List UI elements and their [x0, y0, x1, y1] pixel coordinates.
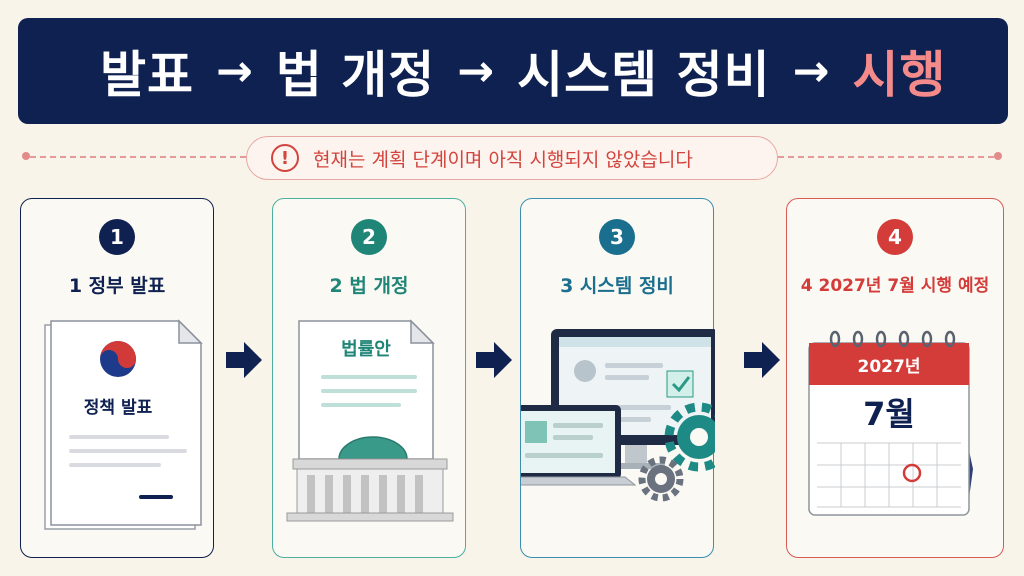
flow-arrow-icon [744, 342, 780, 378]
dash-dot-left [22, 152, 30, 160]
arrow-right-icon: → [792, 45, 831, 97]
calendar-icon: 2027년 7월 [808, 330, 973, 516]
step-label: 2 법 개정 [329, 275, 409, 297]
step-card-2: 2 2 법 개정 법률안 [272, 198, 466, 558]
step-label: 3 시스템 정비 [560, 275, 674, 297]
calendar-year: 2027년 [858, 357, 921, 377]
dash-dot-right [994, 152, 1002, 160]
step-card-1: 1 1 정부 발표 정책 발표 [20, 198, 214, 558]
flow-arrow-icon [226, 342, 262, 378]
computer-system-icon [521, 329, 715, 502]
notice-text: 현재는 계획 단계이며 아직 시행되지 않았습니다 [313, 148, 693, 171]
step-label: 4 2027년 7월 시행 예정 [800, 276, 990, 296]
bill-title: 법률안 [341, 339, 391, 360]
flow-arrow-icon [476, 342, 512, 378]
step-number-badge: 2 [351, 219, 387, 255]
step-card-4: 4 4 2027년 7월 시행 예정 2027년 7월 [786, 198, 1004, 558]
dashed-divider-left [30, 156, 246, 158]
banner-step-enforcement: 시행 [852, 46, 947, 104]
dashed-divider-right [778, 156, 994, 158]
step-label: 1 정부 발표 [68, 275, 166, 297]
calendar-month: 7월 [863, 395, 915, 433]
title-banner: 발표 → 법 개정 → 시스템 정비 → 시행 [18, 18, 1008, 124]
policy-document-icon: 정책 발표 [44, 319, 203, 530]
exclamation-circle-icon: ! [271, 144, 299, 172]
document-title: 정책 발표 [84, 398, 153, 418]
banner-step-law-amendment: 법 개정 [275, 46, 436, 104]
bill-and-assembly-icon: 법률안 [286, 319, 454, 522]
step-number-badge: 4 [877, 219, 913, 255]
arrow-right-icon: → [216, 45, 254, 97]
step-card-3: 3 3 시스템 정비 [520, 198, 715, 558]
arrow-right-icon: → [457, 45, 496, 97]
status-notice: ! 현재는 계획 단계이며 아직 시행되지 않았습니다 [246, 136, 778, 180]
banner-step-announcement: 발표 [100, 46, 194, 104]
banner-step-system-setup: 시스템 정비 [517, 46, 771, 104]
step-number-badge: 1 [99, 219, 135, 255]
step-number-badge: 3 [599, 219, 635, 255]
